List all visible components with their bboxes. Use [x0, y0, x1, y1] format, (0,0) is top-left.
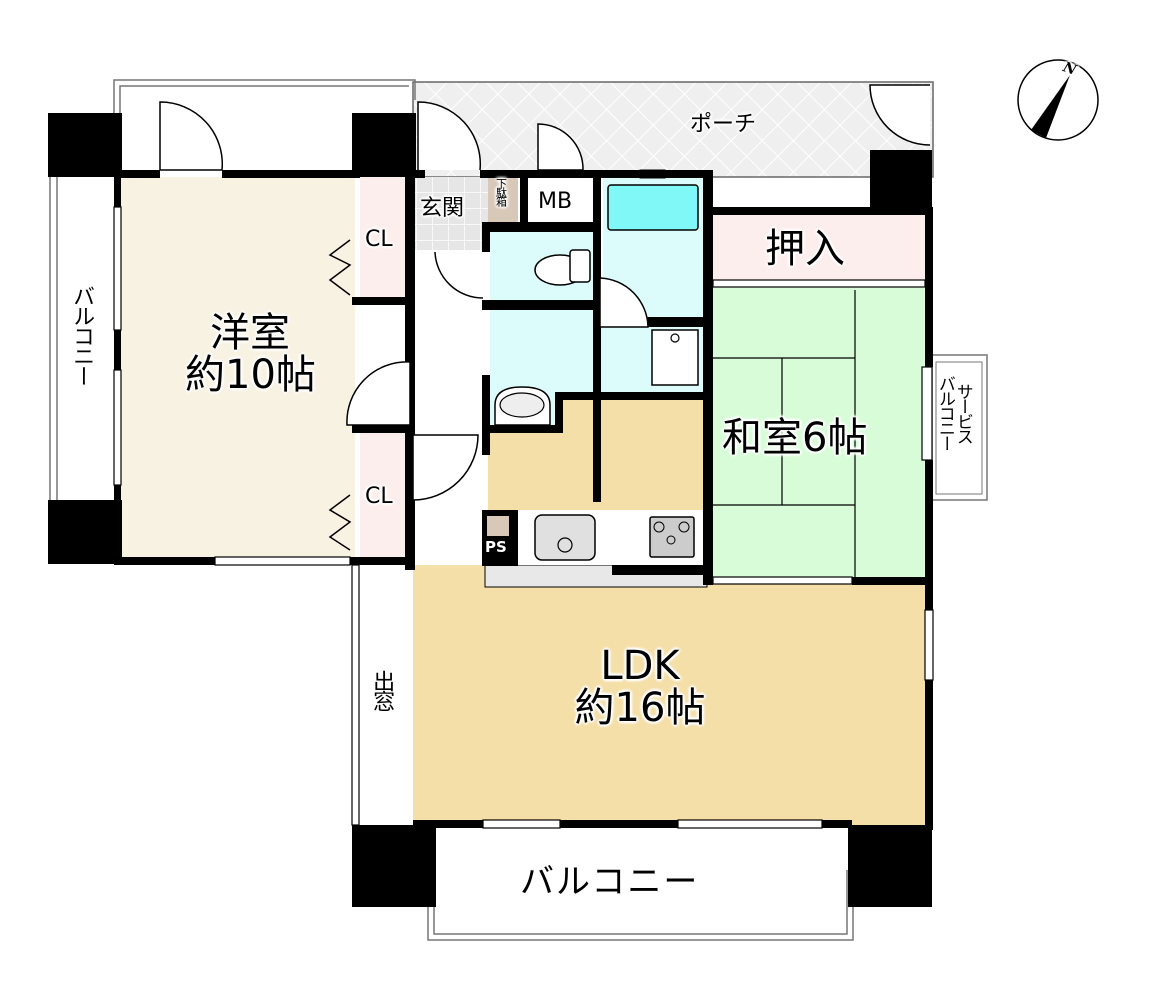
- door-swings: [159, 84, 931, 501]
- service-balcony-line2: バルコニー: [934, 375, 955, 450]
- western-room-label: 洋室 約10帖: [185, 310, 316, 398]
- shoe-box-fill: [488, 177, 518, 222]
- service-balcony-label: サービス バルコニー: [934, 375, 973, 450]
- bathtub-icon: [607, 184, 699, 231]
- porch-area: [412, 81, 934, 178]
- closet-upper-label: CL: [365, 227, 393, 252]
- tatami-lines: [710, 290, 856, 580]
- entrance-floor: [413, 177, 488, 250]
- west-balcony-outline: [49, 79, 416, 505]
- western-room-floor: [120, 177, 355, 557]
- bay-window-label: 出窓: [369, 670, 395, 710]
- oshiire-floor: [710, 215, 925, 285]
- walls: [48, 113, 933, 907]
- western-room-size: 約10帖: [185, 352, 316, 398]
- ldk-floor: [413, 400, 925, 825]
- closet-folding-doors: [328, 239, 352, 551]
- ldk-label: LDK 約16帖: [540, 645, 740, 729]
- toilet-icon: [534, 249, 591, 286]
- west-balcony-label: バルコニー: [69, 285, 95, 385]
- hallway-floor: [413, 250, 488, 565]
- gas-stove-icon: [649, 516, 695, 558]
- compass-icon: [1017, 59, 1099, 141]
- closet-lower-floor: [360, 432, 407, 557]
- closet-lower-label: CL: [365, 484, 393, 509]
- wash-basin-icon: [494, 386, 551, 426]
- western-room-name: 洋室: [210, 310, 290, 356]
- ldk-size: 約16帖: [574, 685, 706, 731]
- service-balcony-line1: サービス: [952, 382, 973, 443]
- japanese-room-label: 和室6帖: [722, 415, 868, 461]
- oshiire-label: 押入: [765, 226, 845, 272]
- meter-box-label: MB: [538, 189, 573, 214]
- bay-window-floor: [352, 565, 412, 825]
- closet-upper-floor: [360, 177, 407, 297]
- meter-box-fill: [528, 177, 593, 222]
- shoe-box-label: 下駄箱: [494, 178, 508, 205]
- windows: [113, 206, 934, 829]
- japanese-room-floor: [710, 287, 925, 580]
- entrance-label: 玄関: [420, 196, 465, 221]
- main-balcony-label: バルコニー: [520, 862, 700, 902]
- ldk-name: LDK: [600, 643, 680, 689]
- porch-label: ポーチ: [690, 112, 757, 137]
- sink-icon: [534, 514, 596, 561]
- pipe-space-label: PS: [485, 538, 507, 556]
